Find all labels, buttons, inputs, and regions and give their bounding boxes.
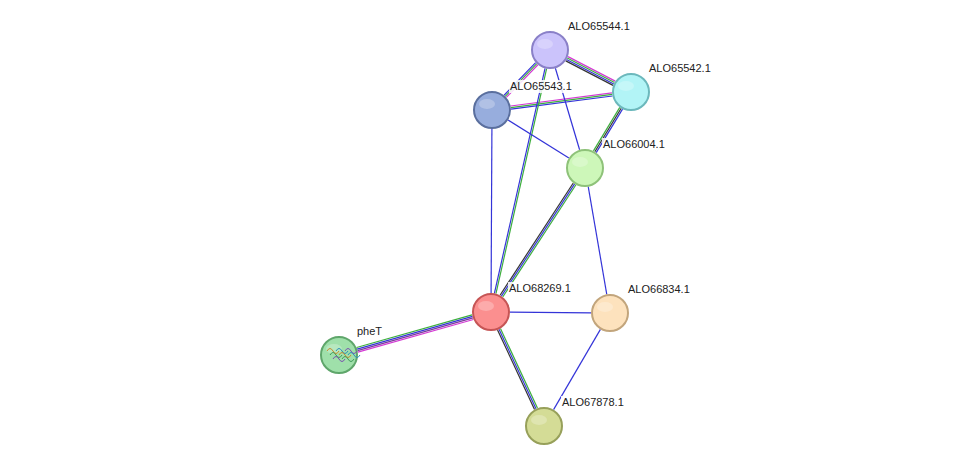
evidence-line	[566, 59, 613, 84]
node-circle	[530, 30, 570, 70]
evidence-line	[511, 94, 612, 107]
node-label: ALO65543.1	[509, 80, 573, 93]
evidence-line	[511, 96, 612, 109]
structure-picture	[327, 349, 360, 362]
protein-node: ALO65544.1	[530, 30, 570, 70]
node-highlight	[478, 301, 494, 311]
node-circle	[532, 32, 568, 68]
protein-node: ALO68269.1	[471, 292, 511, 332]
evidence-line	[511, 93, 612, 106]
evidence-line	[568, 57, 615, 82]
interaction-edge	[511, 93, 613, 109]
node-highlight	[572, 157, 588, 167]
node-highlight	[618, 81, 634, 91]
node-circle	[590, 293, 630, 333]
node-circle	[567, 150, 603, 186]
protein-node: ALO66004.1	[565, 148, 605, 188]
evidence-line	[501, 184, 574, 296]
node-circle	[524, 406, 564, 446]
node-circle	[592, 295, 628, 331]
node-highlight	[597, 302, 613, 312]
node-circle	[473, 294, 509, 330]
interaction-edge	[357, 315, 474, 352]
protein-node: ALO65543.1	[472, 90, 512, 130]
evidence-line	[588, 187, 607, 295]
evidence-line	[357, 315, 472, 348]
evidence-line	[498, 330, 535, 410]
evidence-line	[566, 61, 613, 86]
protein-node: pheT	[319, 335, 359, 375]
protein-node: ALO65542.1	[611, 72, 651, 112]
node-circle	[321, 337, 357, 373]
node-highlight	[531, 415, 547, 425]
structure-stroke	[342, 357, 354, 362]
interaction-edge	[498, 329, 538, 410]
node-circle	[471, 292, 511, 332]
structure-stroke	[348, 353, 360, 358]
node-label: ALO68269.1	[508, 282, 572, 295]
node-circle	[611, 72, 651, 112]
evidence-line	[508, 120, 569, 158]
node-label: ALO66834.1	[627, 283, 691, 296]
interaction-edge	[566, 57, 615, 86]
node-circle	[565, 148, 605, 188]
evidence-line	[510, 312, 591, 314]
evidence-line	[503, 185, 576, 297]
interaction-edge	[491, 129, 493, 293]
node-label: ALO67878.1	[561, 396, 625, 409]
node-circle	[526, 408, 562, 444]
node-highlight	[537, 39, 553, 49]
interaction-edge	[510, 312, 591, 314]
interaction-edge	[588, 187, 607, 295]
node-highlight	[479, 99, 495, 109]
evidence-line	[567, 58, 614, 83]
node-label: pheT	[356, 325, 383, 338]
protein-node: ALO66834.1	[590, 293, 630, 333]
node-circle	[613, 74, 649, 110]
evidence-line	[490, 129, 492, 293]
evidence-line	[499, 329, 536, 409]
node-circle	[474, 92, 510, 128]
node-circle	[319, 335, 359, 375]
evidence-line	[500, 183, 573, 295]
interaction-edge	[508, 120, 569, 158]
node-label: ALO65544.1	[567, 20, 631, 33]
node-circle	[472, 90, 512, 130]
protein-node: ALO67878.1	[524, 406, 564, 446]
node-label: ALO66004.1	[602, 138, 666, 151]
evidence-line	[500, 329, 537, 409]
interaction-edge	[500, 183, 576, 297]
node-label: ALO65542.1	[648, 62, 712, 75]
